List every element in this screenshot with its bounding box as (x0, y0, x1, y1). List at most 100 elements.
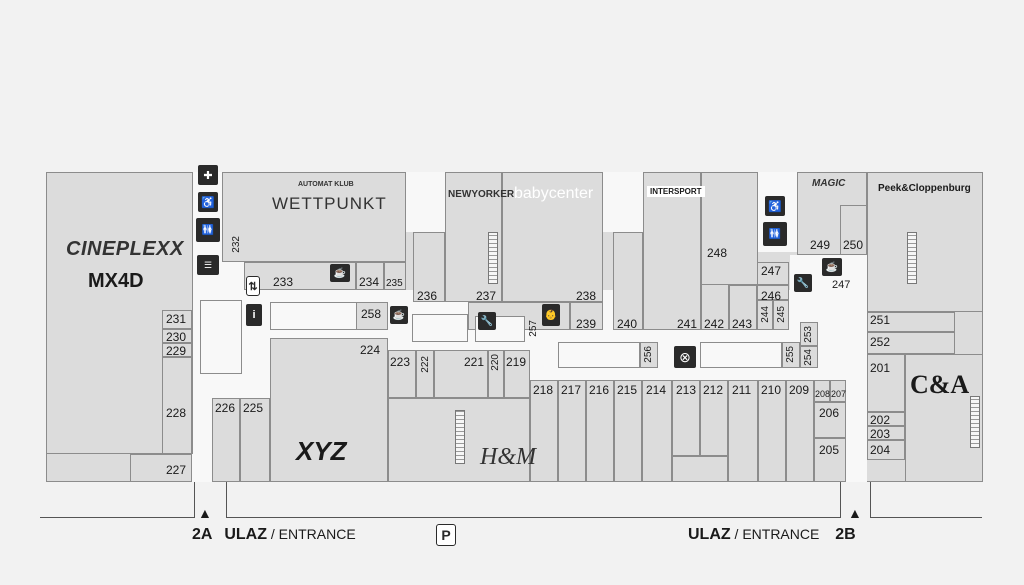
brand-newyorker: NEWYORKER (448, 189, 515, 200)
road-line (870, 482, 871, 518)
unit-number: 203 (870, 427, 891, 441)
unit-213[interactable] (672, 380, 700, 456)
unit-number: 247 (761, 264, 782, 278)
island-center[interactable] (412, 314, 468, 342)
unit-number: 226 (215, 401, 236, 415)
island-255[interactable] (700, 342, 782, 368)
accessible-toilet-icon: ♿ (198, 192, 218, 212)
unit-number: 207 (831, 389, 847, 399)
unit-211[interactable] (728, 380, 758, 482)
unit-239[interactable] (570, 302, 603, 330)
unit-number: 238 (576, 289, 597, 303)
unit-218[interactable] (530, 380, 558, 482)
entrance-2a-number: 2A (192, 526, 213, 543)
unit-253[interactable] (800, 322, 818, 346)
unit-252[interactable] (867, 332, 955, 354)
unit-224[interactable] (270, 338, 388, 482)
unit-214[interactable] (642, 380, 672, 482)
unit-number: 224 (360, 343, 381, 357)
escalator (970, 396, 980, 448)
unit-231[interactable] (162, 310, 192, 329)
unit-243[interactable] (729, 285, 757, 330)
unit-247[interactable] (757, 262, 789, 285)
unit-216[interactable] (586, 380, 614, 482)
entrance-2a-sub: / ENTRANCE (270, 526, 356, 542)
island-256[interactable] (558, 342, 640, 368)
unit-217[interactable] (558, 380, 586, 482)
unit-228[interactable] (162, 357, 192, 454)
island-west[interactable] (200, 300, 242, 374)
unit-201[interactable] (867, 354, 905, 412)
unit-212[interactable] (700, 380, 728, 456)
unit-250[interactable] (840, 205, 867, 255)
unit-236[interactable] (413, 232, 445, 302)
unit-number: 242 (704, 317, 725, 331)
unit-number: 243 (732, 317, 753, 331)
entrance-2a[interactable]: 2A ULAZ / ENTRANCE (192, 526, 356, 544)
unit-248[interactable] (701, 172, 758, 285)
unit-245[interactable] (773, 300, 789, 330)
unit-240[interactable] (613, 232, 643, 330)
unit-255[interactable] (782, 342, 800, 368)
unit-number: 216 (589, 383, 610, 397)
unit-number: 246 (761, 289, 782, 303)
unit-number: 244 (760, 306, 771, 323)
unit-244[interactable] (757, 300, 773, 330)
unit-number: 256 (643, 346, 654, 363)
unit-226[interactable] (212, 398, 240, 482)
unit-202[interactable] (867, 412, 905, 426)
unit-number: 208 (815, 389, 831, 399)
unit-207[interactable] (830, 380, 846, 402)
parking-icon[interactable]: P (436, 524, 456, 546)
corridor-north-1 (405, 172, 445, 232)
unit-234[interactable] (356, 262, 384, 290)
unit-209[interactable] (786, 380, 814, 482)
unit-number: 232 (231, 236, 242, 253)
unit-215[interactable] (614, 380, 642, 482)
unit-251[interactable] (867, 312, 955, 332)
unit-246[interactable] (757, 285, 789, 300)
unit-intersport[interactable] (643, 172, 701, 330)
unit-number: 234 (359, 275, 380, 289)
escalator (907, 232, 917, 284)
key-service-icon: 🔧 (794, 274, 812, 292)
unit-number: 211 (732, 383, 752, 397)
unit-208[interactable] (814, 380, 830, 402)
unit-number: 212 (703, 383, 724, 397)
corridor-north-2 (603, 172, 643, 232)
unit-babycenter[interactable] (502, 172, 603, 302)
unit-220[interactable] (488, 350, 504, 398)
unit-203[interactable] (867, 426, 905, 440)
unit-number: 210 (761, 383, 782, 397)
brand-wettpunkt: WETTPUNKT (272, 194, 387, 213)
unit-223[interactable] (388, 350, 416, 398)
info-icon: i (246, 304, 262, 326)
unit-204[interactable] (867, 440, 905, 460)
unit-wettpunkt[interactable] (222, 172, 406, 262)
unit-221[interactable] (434, 350, 488, 398)
unit-258[interactable] (356, 302, 388, 330)
unit-peek-cloppenburg[interactable] (867, 172, 983, 312)
unit-football[interactable] (672, 456, 728, 482)
unit-227[interactable] (130, 454, 192, 482)
unit-206[interactable] (814, 402, 846, 438)
unit-225[interactable] (240, 398, 270, 482)
unit-230[interactable] (162, 329, 192, 343)
unit-number: 248 (707, 246, 728, 260)
unit-229[interactable] (162, 343, 192, 357)
unit-number: 254 (803, 349, 814, 366)
atm-icon: ☰ (197, 255, 219, 275)
unit-number: 251 (870, 313, 891, 327)
unit-210[interactable] (758, 380, 786, 482)
unit-254[interactable] (800, 346, 818, 368)
unit-number: 214 (646, 383, 667, 397)
unit-222[interactable] (416, 350, 434, 398)
unit-219[interactable] (504, 350, 530, 398)
entrance-2b[interactable]: ULAZ / ENTRANCE 2B (688, 526, 856, 544)
unit-256[interactable] (640, 342, 658, 368)
entrance-2b-sub: / ENTRANCE (734, 526, 820, 542)
unit-235[interactable] (384, 262, 406, 290)
unit-205[interactable] (814, 438, 846, 482)
brand-magic: MAGIC (812, 178, 846, 189)
unit-number: 221 (464, 355, 485, 369)
